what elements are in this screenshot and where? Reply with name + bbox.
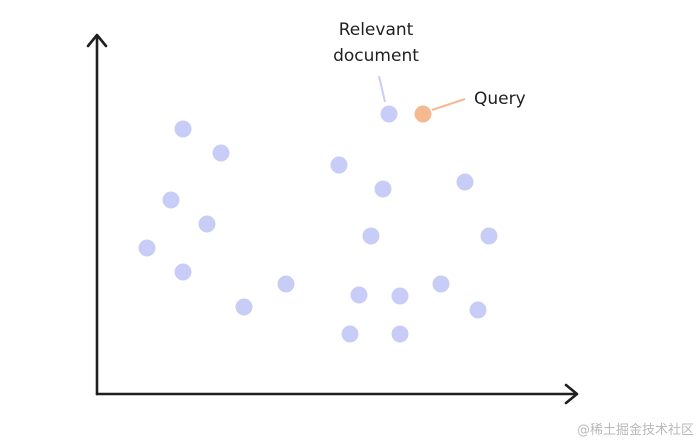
relevant-document-label-line2: document bbox=[333, 46, 419, 66]
document-point bbox=[480, 227, 498, 245]
relevant-document-annotation: Relevant document bbox=[333, 20, 419, 123]
document-point bbox=[174, 120, 192, 138]
document-point bbox=[391, 287, 409, 305]
x-axis-arrowhead bbox=[564, 383, 579, 405]
document-point bbox=[456, 173, 474, 191]
document-point bbox=[212, 144, 230, 162]
document-point bbox=[362, 227, 380, 245]
document-points bbox=[138, 120, 498, 343]
axes bbox=[86, 33, 579, 405]
watermark: @稀土掘金技术社区 bbox=[576, 423, 694, 438]
query-point bbox=[414, 105, 432, 123]
document-point bbox=[330, 156, 348, 174]
document-point bbox=[198, 215, 216, 233]
document-point bbox=[350, 286, 368, 304]
document-point bbox=[162, 191, 180, 209]
query-leader-line bbox=[431, 98, 466, 111]
query-label: Query bbox=[474, 89, 526, 109]
query-annotation: Query bbox=[414, 89, 526, 123]
document-point bbox=[277, 275, 295, 293]
document-point bbox=[235, 298, 253, 316]
document-point bbox=[374, 180, 392, 198]
y-axis-arrowhead bbox=[86, 33, 108, 48]
document-point bbox=[138, 239, 156, 257]
relevant-document-label-line1: Relevant bbox=[339, 20, 414, 40]
document-point bbox=[469, 301, 487, 319]
relevant-document-leader-line bbox=[378, 75, 386, 103]
document-point bbox=[341, 325, 359, 343]
document-point bbox=[391, 325, 409, 343]
document-point bbox=[174, 263, 192, 281]
relevant-document-point bbox=[380, 105, 398, 123]
document-point bbox=[432, 275, 450, 293]
